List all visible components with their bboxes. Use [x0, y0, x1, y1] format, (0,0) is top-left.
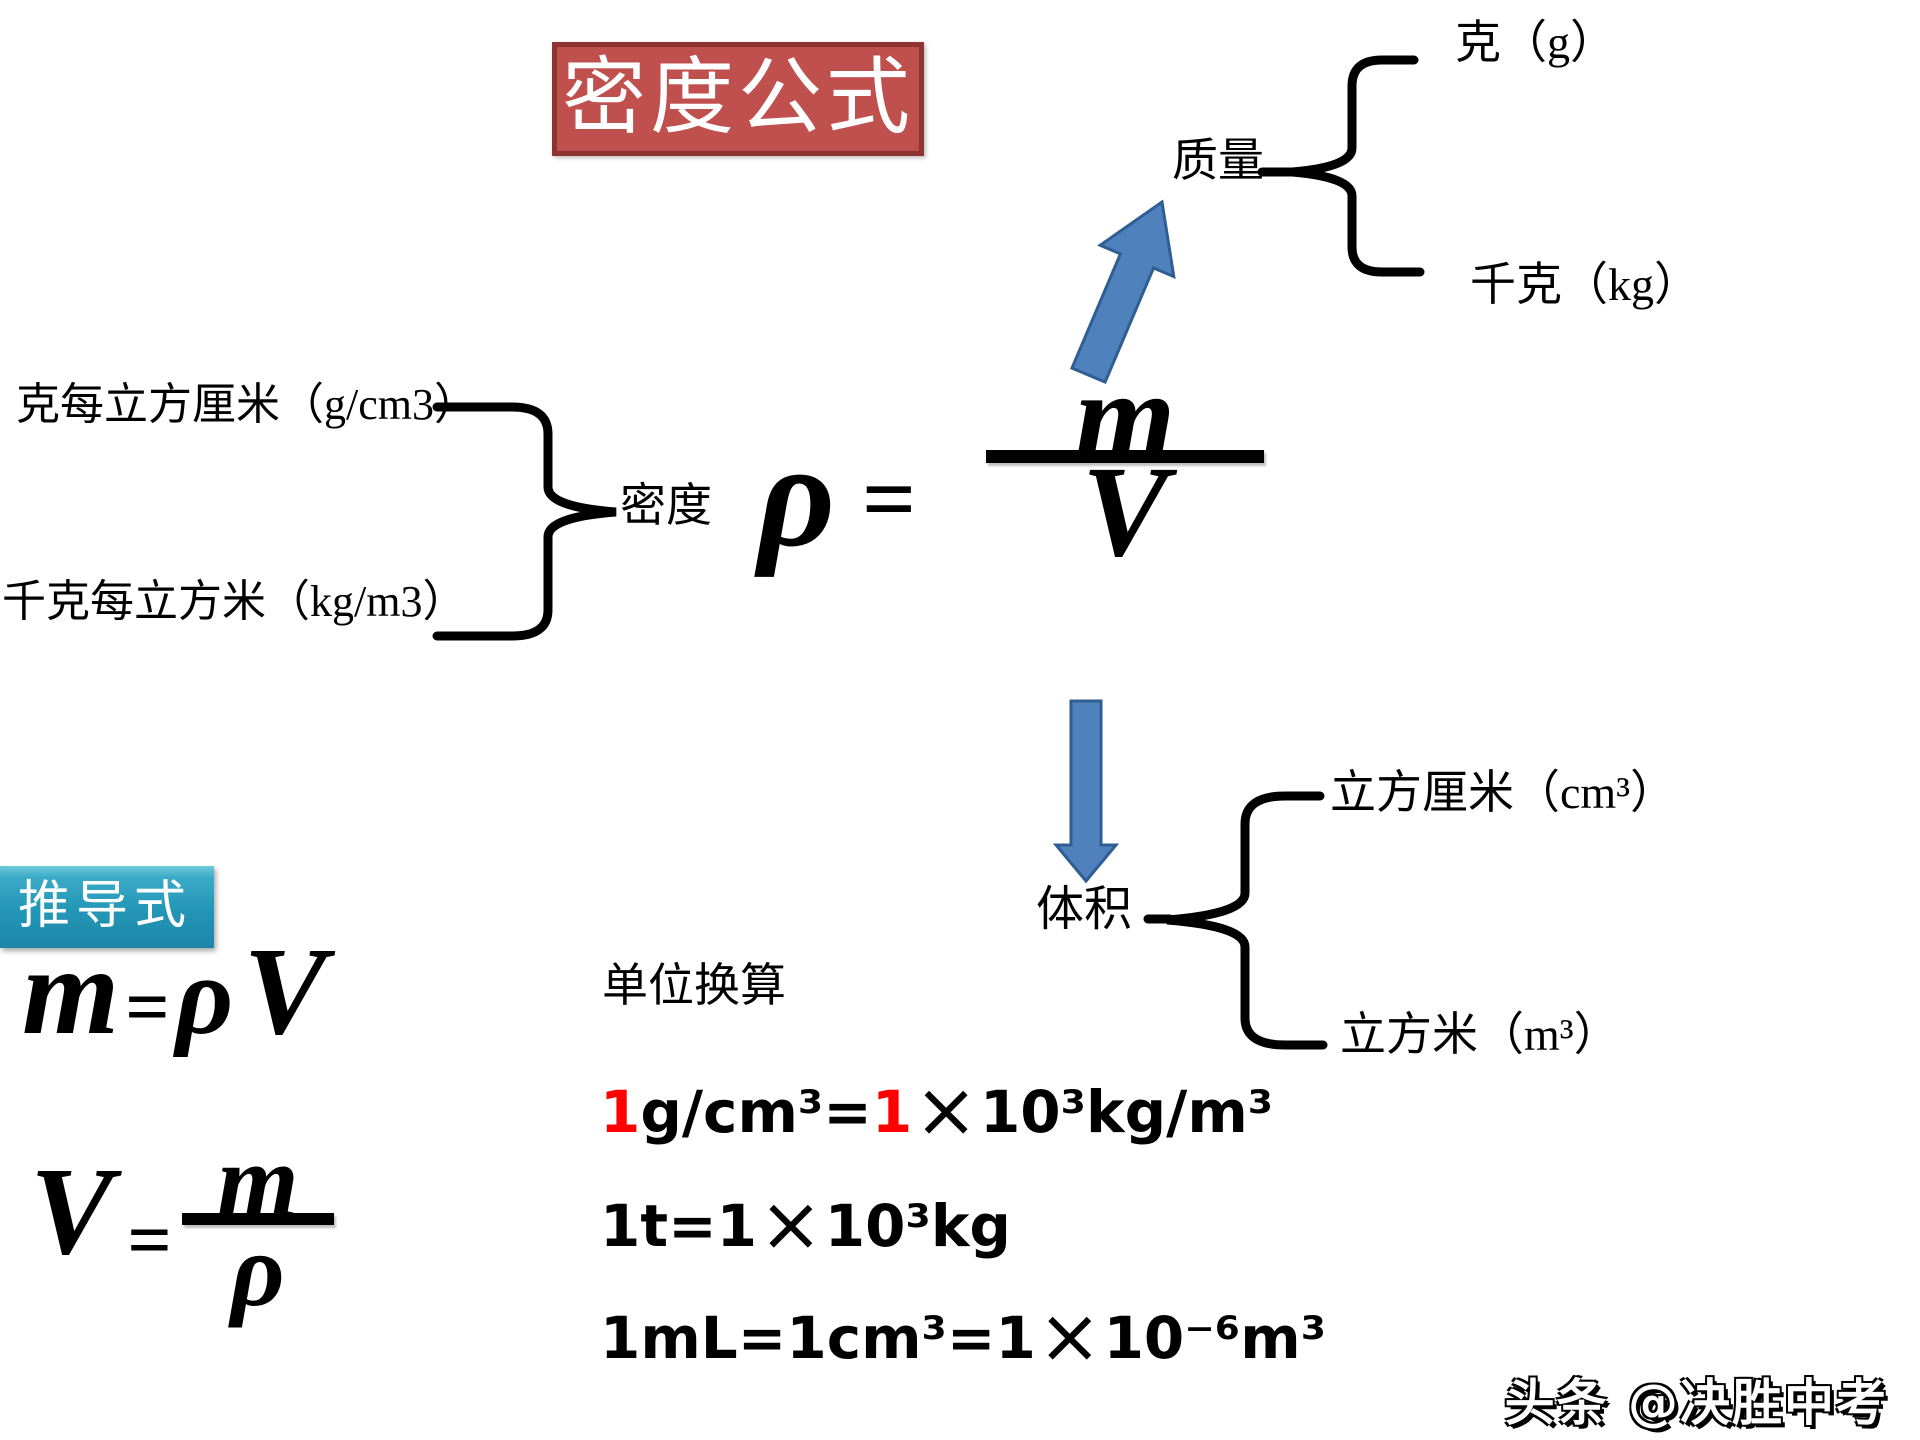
conversion-line-3: 1mL=1cm³=1 × 10⁻⁶m³ [600, 1294, 1327, 1374]
conversion1-text-2: 10³kg/m³ [979, 1078, 1274, 1146]
conversion-line-2: 1t=1 × 10³kg [600, 1182, 1011, 1262]
unit-conversion-label: 单位换算 [602, 960, 786, 1011]
main-formula-denominator: V [1081, 440, 1169, 584]
mass-brace [1291, 55, 1425, 277]
conversion3-text: 1mL=1cm³=1 [600, 1304, 1036, 1372]
derived-mass-formula: m = ρ V [22, 930, 327, 1055]
volume-label: 体积 [1036, 883, 1133, 936]
volume-unit-cm3: 立方厘米（cm³） [1330, 767, 1676, 818]
derived-mass-v: V [243, 923, 327, 1061]
conversion1-red-one: 1 [600, 1078, 641, 1146]
density-unit-kgm3: 千克每立方米（kg/m3） [2, 577, 467, 626]
conversion2-text-2: 10³kg [824, 1192, 1011, 1260]
watermark: 头条 @决胜中考 [1504, 1374, 1888, 1432]
main-formula-equals: = [862, 446, 917, 552]
mass-unit-gram: 克（g） [1455, 17, 1616, 68]
derived-box-label: 推导式 [18, 878, 193, 935]
main-formula-rho: ρ [758, 412, 836, 578]
fraction-bar [181, 1213, 334, 1225]
conversion2-text: 1t=1 [600, 1192, 758, 1260]
derived-volume-denominator: ρ [230, 1211, 285, 1328]
mass-label: 质量 [1172, 135, 1264, 186]
derived-volume-equals: = [127, 1196, 172, 1283]
conversion-line-1: 1 g/cm³= 1 × 10³kg/m³ [600, 1068, 1274, 1148]
title-box: 密度公式 [552, 42, 924, 156]
derived-mass-lhs: m [22, 923, 120, 1061]
derived-box: 推导式 [0, 866, 214, 948]
derived-mass-rho: ρ [175, 934, 234, 1058]
conversion3-text-2: 10⁻⁶m³ [1103, 1304, 1327, 1372]
volume-unit-m3: 立方米（m³） [1340, 1009, 1620, 1060]
density-label: 密度 [620, 480, 712, 531]
main-formula-fraction: m V [986, 352, 1264, 577]
derived-volume-fraction: m ρ [181, 1128, 334, 1328]
volume-brace [1166, 791, 1328, 1050]
derived-volume-formula: V = m ρ [30, 1128, 334, 1322]
multiply-icon: × [914, 1065, 978, 1154]
down-arrow-icon [1052, 699, 1120, 884]
mass-unit-kilogram: 千克（kg） [1470, 259, 1700, 310]
multiply-icon: × [759, 1179, 823, 1268]
density-unit-gcm3: 克每立方厘米（g/cm3） [16, 380, 478, 429]
conversion1-text: g/cm³= [640, 1078, 872, 1146]
derived-volume-lhs: V [30, 1143, 114, 1281]
multiply-icon: × [1037, 1291, 1102, 1380]
derived-mass-equals: = [125, 963, 170, 1050]
page-title: 密度公式 [561, 52, 914, 145]
fraction-bar [986, 450, 1264, 463]
conversion1-red-one-2: 1 [871, 1078, 913, 1146]
